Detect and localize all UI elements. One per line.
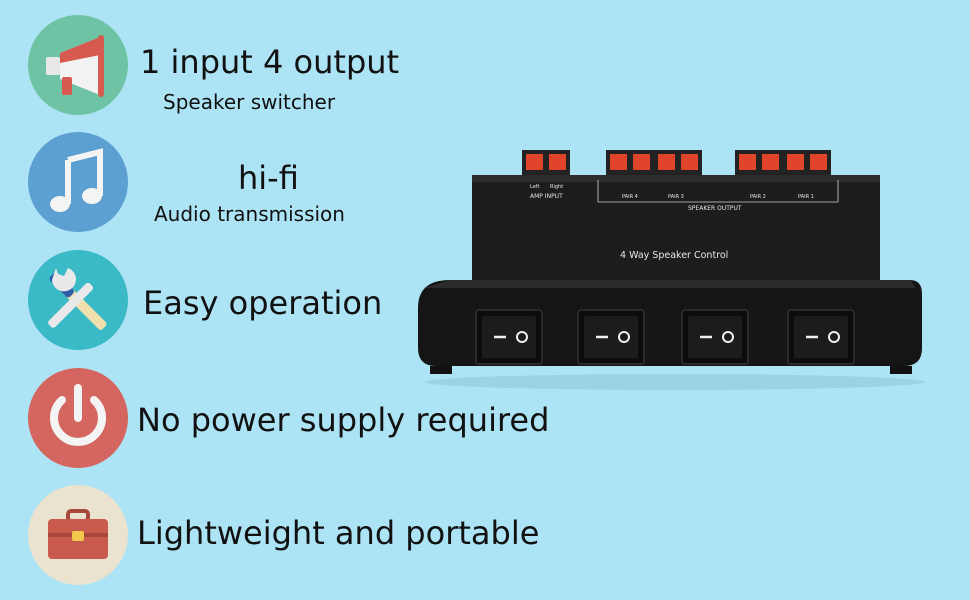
feature-subtitle: Audio transmission <box>154 202 345 226</box>
feature-title: No power supply required <box>137 401 550 439</box>
speaker-output-label: SPEAKER OUTPUT <box>688 205 742 212</box>
rocker-switch-1[interactable] <box>475 309 543 365</box>
feature-title: hi-fi <box>238 159 299 197</box>
pair-label-1: PAIR 1 <box>798 194 814 200</box>
feature-title: Lightweight and portable <box>137 514 540 552</box>
music-note-icon <box>28 132 128 232</box>
megaphone-icon <box>28 15 128 115</box>
feature-subtitle: Speaker switcher <box>163 90 336 114</box>
feature-title: 1 input 4 output <box>140 43 400 81</box>
toolbox-icon <box>28 485 128 585</box>
pair-label-4: PAIR 4 <box>622 194 638 200</box>
device-name-label: 4 Way Speaker Control <box>620 250 728 261</box>
feature-item-3: Easy operation <box>0 240 560 360</box>
rocker-switch-2[interactable] <box>577 309 645 365</box>
tools-icon <box>28 250 128 350</box>
rocker-switch-4[interactable] <box>787 309 855 365</box>
rocker-switch-3[interactable] <box>681 309 749 365</box>
terminal-row <box>522 150 831 175</box>
feature-item-4: No power supply required <box>0 360 560 480</box>
feature-item-1: 1 input 4 output Speaker switcher <box>0 0 560 120</box>
feature-item-2: hi-fi Audio transmission <box>0 120 560 240</box>
power-icon <box>28 368 128 468</box>
pair-label-3: PAIR 3 <box>668 194 684 200</box>
feature-title: Easy operation <box>143 284 383 322</box>
right-label: Right <box>550 184 563 190</box>
speaker-switcher-device: AMP INPUT Left Right PAIR 4 PAIR 3 PAIR … <box>410 130 930 390</box>
feature-item-5: Lightweight and portable <box>0 480 560 600</box>
amp-input-label: AMP INPUT <box>530 193 563 200</box>
left-label: Left <box>530 184 539 190</box>
pair-label-2: PAIR 2 <box>750 194 766 200</box>
